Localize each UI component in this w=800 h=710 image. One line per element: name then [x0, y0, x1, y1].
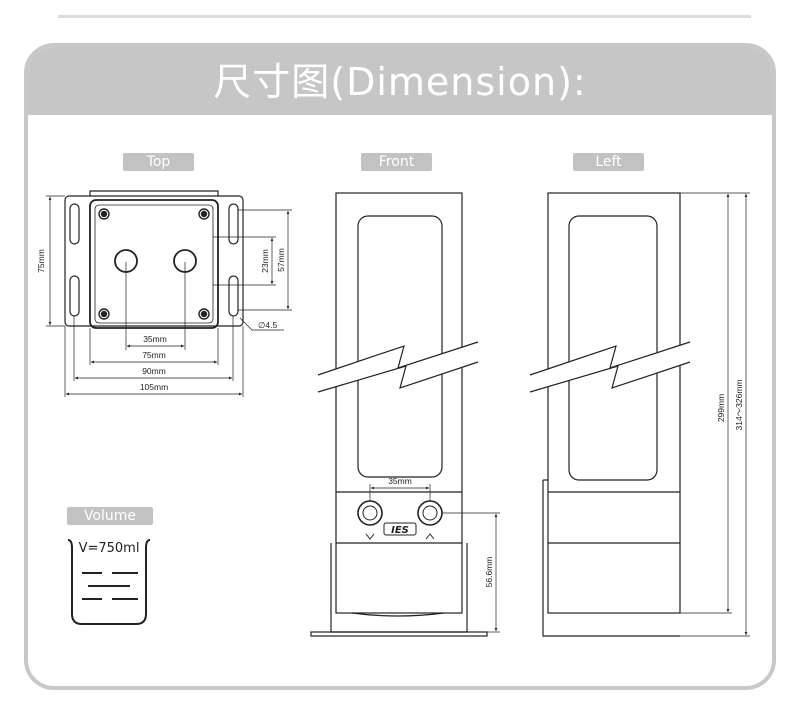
top-width-label: 75mm — [142, 350, 166, 360]
screw-icon — [98, 308, 110, 320]
top-mounting-plate — [64, 195, 244, 327]
volume-label: V=750ml — [79, 541, 140, 556]
left-total-height-label: 314～326mm — [734, 379, 744, 430]
inlet-arrow-icon — [425, 533, 435, 540]
mount-slot — [69, 203, 80, 245]
front-port-icon — [417, 500, 443, 526]
mount-slot — [228, 203, 239, 245]
view-tag-top: Top — [123, 153, 194, 171]
card-header — [28, 47, 772, 115]
top-view-drawing — [64, 190, 244, 329]
front-reservoir-outline — [335, 192, 463, 614]
left-window — [568, 215, 658, 481]
screw-icon — [198, 308, 210, 320]
left-bracket — [542, 480, 680, 637]
left-reservoir-outline — [547, 192, 681, 614]
top-port-offset-label: 23mm — [260, 249, 270, 273]
front-port-icon — [357, 500, 383, 526]
brand-logo — [383, 522, 417, 536]
top-height-label: 75mm — [36, 249, 46, 273]
view-tag-volume: Volume — [67, 507, 153, 525]
front-base-plate — [310, 631, 488, 637]
mount-slot — [69, 275, 80, 317]
outlet-arrow-icon — [365, 533, 375, 540]
top-view-dimensions — [46, 195, 292, 397]
top-hole-label: ∅4.5 — [258, 320, 277, 330]
top-width-label: 35mm — [143, 334, 167, 344]
screw-icon — [198, 208, 210, 220]
top-divider-line — [58, 15, 751, 18]
top-reservoir-body — [89, 199, 219, 329]
left-dimensions — [680, 192, 750, 637]
mount-slot — [228, 275, 239, 317]
front-bracket — [330, 543, 468, 633]
top-plate-lip — [89, 190, 219, 196]
front-view-drawing — [310, 192, 488, 637]
left-break-mark — [529, 341, 691, 393]
left-view-drawing — [542, 192, 681, 637]
front-dimensions — [369, 484, 500, 633]
screw-icon — [98, 208, 110, 220]
top-width-label: 90mm — [142, 366, 166, 376]
left-height-label: 299mm — [716, 394, 726, 422]
front-port-spacing-label: 35mm — [388, 476, 412, 486]
front-window — [357, 215, 443, 478]
top-reservoir-inner — [94, 204, 214, 324]
volume-beaker-icon — [67, 539, 151, 625]
view-tag-left: Left — [573, 153, 644, 171]
top-width-label: 105mm — [140, 382, 168, 392]
view-tag-front: Front — [361, 153, 432, 171]
front-break-mark — [317, 341, 479, 393]
top-port-height-label: 57mm — [276, 248, 286, 272]
front-port-height-label: 56.6mm — [484, 557, 494, 588]
dimension-card: 尺寸图(Dimension): — [24, 43, 776, 690]
page-title: 尺寸图(Dimension): — [213, 60, 587, 104]
brand-logo-text: IES — [391, 525, 409, 536]
